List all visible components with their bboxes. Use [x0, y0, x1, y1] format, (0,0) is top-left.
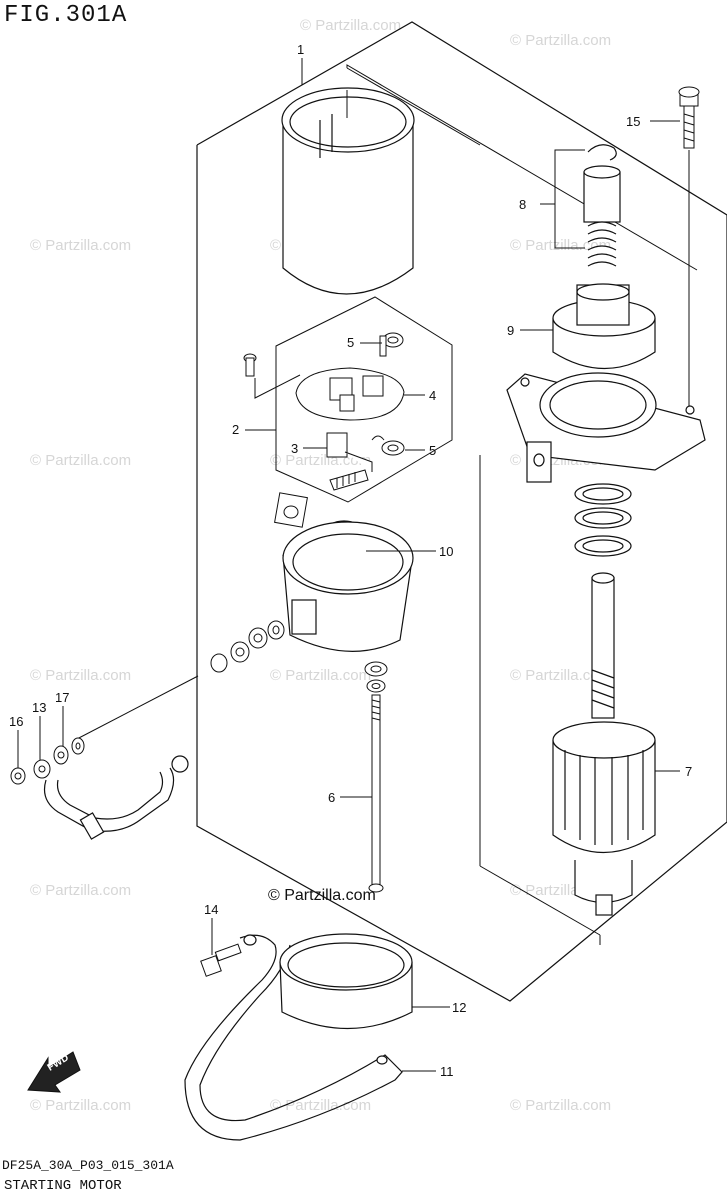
- watermark: © Partzilla.com: [510, 237, 611, 254]
- callout-8: 8: [519, 197, 526, 212]
- drive-housing: [506, 372, 706, 483]
- watermark: © Partzilla.com: [270, 667, 371, 684]
- callout-5: 5: [347, 335, 354, 350]
- brush-spring: [379, 332, 404, 357]
- terminal-holder: [274, 492, 308, 528]
- watermark: © Partzilla.com: [30, 452, 131, 469]
- end-cover: [282, 521, 414, 652]
- armature: [552, 572, 656, 916]
- figure-code: DF25A_30A_P03_015_301A: [2, 1158, 174, 1173]
- figure-caption: STARTING MOTOR: [4, 1178, 122, 1194]
- sub-assembly-frame: [346, 64, 698, 271]
- watermark: © Partzilla.com: [510, 32, 611, 49]
- starter-cable: [43, 755, 189, 840]
- center-watermark: © Partzilla.com: [268, 887, 376, 904]
- brush-spring: [371, 435, 405, 456]
- cable-hardware: [10, 737, 85, 785]
- figure-title: FIG.301A: [4, 2, 128, 29]
- watermark: © Partzilla.com: [30, 237, 131, 254]
- brush-holder-frame: [275, 296, 453, 503]
- mounting-strap: [184, 934, 403, 1141]
- pinion-gear: [552, 283, 656, 369]
- fwd-arrow-icon: FWD: [27, 1051, 81, 1093]
- callout-16: 16: [9, 714, 23, 729]
- through-bolt: [368, 694, 384, 893]
- callout-14: 14: [204, 902, 218, 917]
- callout-10: 10: [439, 544, 453, 559]
- bracket-bolt: [200, 943, 242, 977]
- callout-labels: 1 2 3 4 5 5 6 7 8 9 10 11 12 13 14 15 16…: [9, 42, 692, 1079]
- brush-plate: [295, 367, 405, 421]
- watermark: © Partzilla.com: [510, 667, 611, 684]
- callout-6: 6: [328, 790, 335, 805]
- callout-11: 11: [440, 1064, 454, 1079]
- callout-3: 3: [291, 441, 298, 456]
- watermark: © Partzilla.com: [30, 667, 131, 684]
- callout-12: 12: [452, 1000, 466, 1015]
- callout-15: 15: [626, 114, 640, 129]
- assembly-frame: [196, 21, 727, 1002]
- watermark: © Partzilla.com: [270, 452, 371, 469]
- callout-7: 7: [685, 764, 692, 779]
- callout-2: 2: [232, 422, 239, 437]
- screw: [243, 353, 257, 377]
- watermark: © Partzilla.com: [510, 1097, 611, 1114]
- pinion-stop-kit: [583, 144, 621, 267]
- yoke-housing: [281, 87, 415, 295]
- mounting-bolt: [678, 86, 700, 149]
- clamp-band: [279, 933, 413, 1030]
- watermark: © Partzilla.com: [300, 17, 401, 34]
- watermark: © Partzilla.com: [30, 1097, 131, 1114]
- callout-5: 5: [429, 443, 436, 458]
- callout-13: 13: [32, 700, 46, 715]
- watermark: © Partzilla.com: [30, 882, 131, 899]
- callout-17: 17: [55, 690, 69, 705]
- callout-4: 4: [429, 388, 436, 403]
- brush: [326, 432, 373, 491]
- callout-1: 1: [297, 42, 304, 57]
- washer: [364, 661, 388, 693]
- washer-stack: [574, 483, 632, 557]
- leader-lines: [17, 58, 680, 1072]
- terminal-hardware: [210, 620, 285, 673]
- callout-9: 9: [507, 323, 514, 338]
